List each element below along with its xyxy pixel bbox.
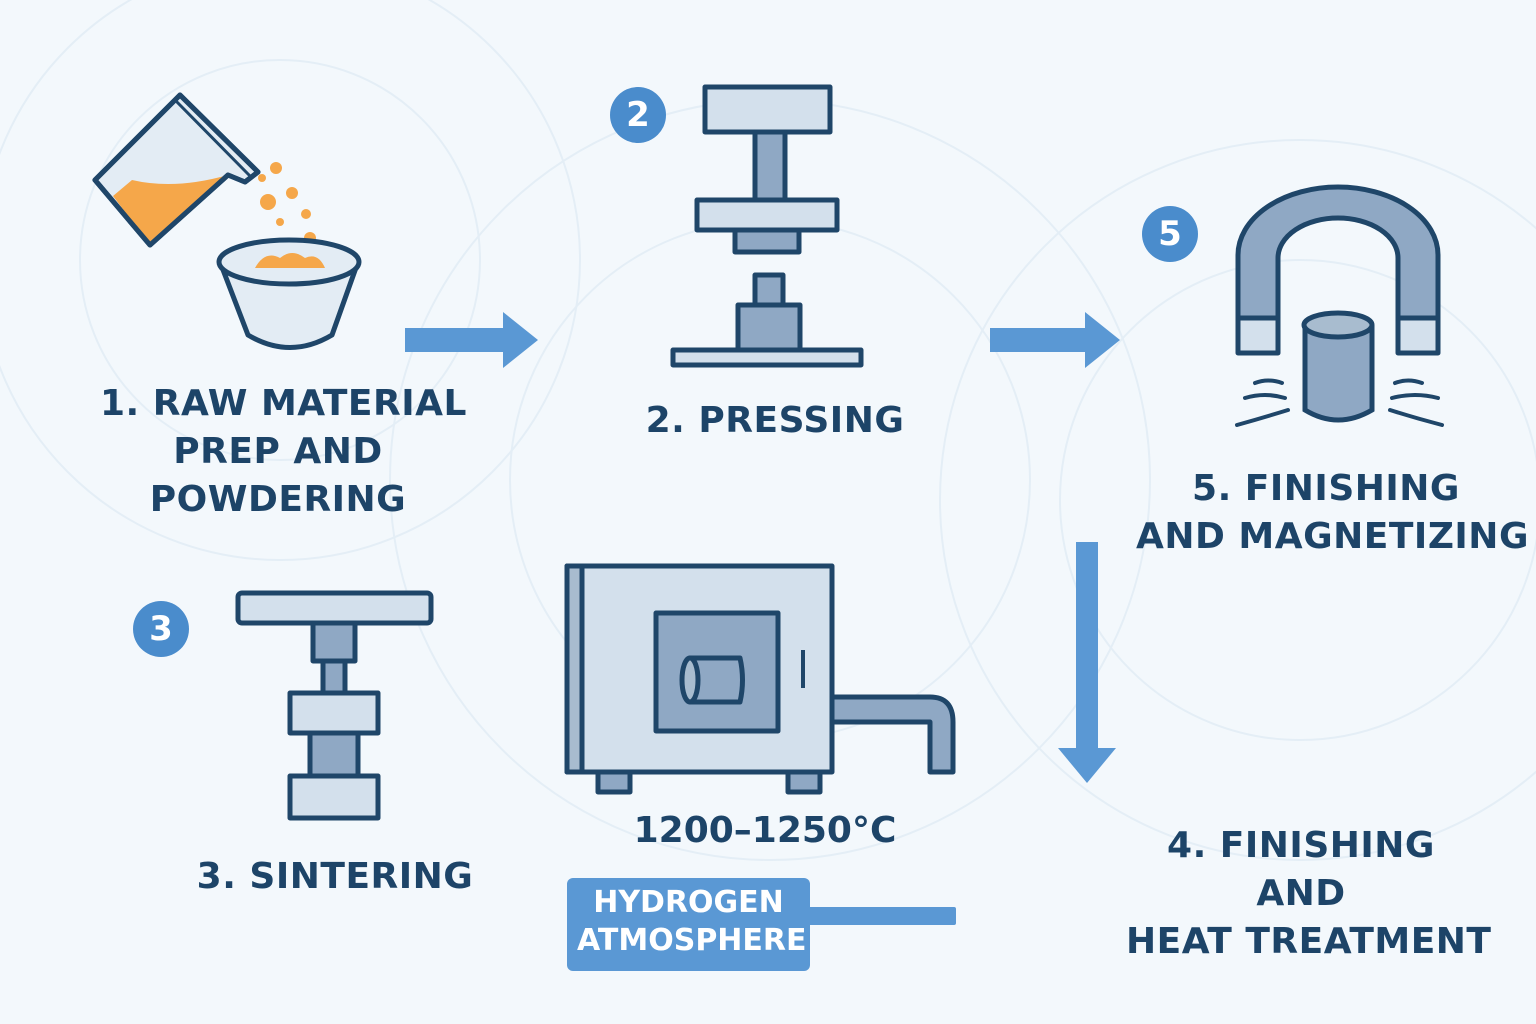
step-2-label: 2. PRESSING — [630, 397, 920, 445]
magnetic-field-lines — [1235, 378, 1444, 427]
sintering-press-icon — [235, 590, 434, 821]
step-4-label-line-3: HEAT TREATMENT — [1126, 921, 1492, 962]
arrow-down — [1058, 542, 1116, 783]
press-icon — [670, 84, 864, 368]
hydrogen-connector-line — [800, 907, 956, 925]
step-3-label: 3. SINTERING — [190, 853, 480, 901]
hydrogen-atmosphere-box: HYDROGEN ATMOSPHERE — [567, 878, 810, 971]
step-badge-2: 2 — [610, 87, 666, 143]
arrow-right-1 — [405, 312, 538, 368]
step-5-label-line-2: AND MAGNETIZING — [1136, 516, 1529, 557]
step-1-label-line-2: PREP AND — [173, 431, 383, 472]
hydrogen-atmosphere-line-2: ATMOSPHERE — [577, 923, 807, 958]
step-1-label-line-1: 1. RAW MATERIAL — [100, 383, 467, 424]
step-5-label: 5. FINISHING AND MAGNETIZING — [1136, 465, 1529, 561]
step-5-label-line-1: 5. FINISHING — [1192, 468, 1460, 509]
step-4-label-line-1: 4. FINISHING — [1167, 825, 1435, 866]
arrow-right-2 — [990, 312, 1120, 368]
step-1-label-line-3: POWDERING — [149, 479, 407, 520]
step-2-label-line-1: 2. PRESSING — [645, 400, 905, 441]
step-4-label: 4. FINISHING AND HEAT TREATMENT — [1126, 822, 1492, 966]
powder-particles — [258, 162, 316, 244]
step-badge-3: 3 — [133, 601, 189, 657]
beaker-icon — [92, 92, 261, 248]
magnet-icon — [1235, 184, 1441, 356]
furnace-temperature: 1200–1250°C — [633, 810, 897, 851]
step-badge-5: 5 — [1142, 206, 1198, 262]
hydrogen-atmosphere-line-1: HYDROGEN — [593, 885, 784, 920]
step-4-label-line-2: AND — [1256, 873, 1346, 914]
step-1-label: 1. RAW MATERIAL PREP AND POWDERING — [100, 380, 467, 524]
furnace-icon — [564, 563, 956, 795]
step-3-label-line-1: 3. SINTERING — [196, 856, 474, 897]
magnet-cylinder-icon — [1301, 310, 1375, 423]
bowl-icon — [216, 237, 362, 350]
